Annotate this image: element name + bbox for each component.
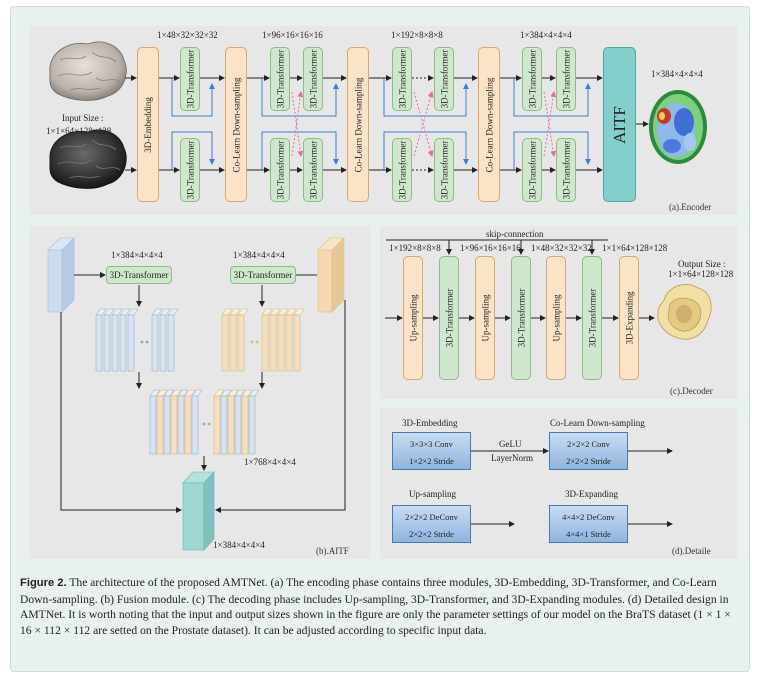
aitf-concat-dim: 1×768×4×4×4 [244,457,296,467]
decoder-transformer-block: 3D-Transformer [511,256,531,380]
decoder-transformer-block: 3D-Transformer [439,256,459,380]
brain-input-dark [49,129,127,189]
upsampling-block: Up-sampling [546,256,566,380]
aitf-input-cube-left [47,237,75,313]
detail-embedding-title: 3D-Embedding [402,418,458,428]
aitf-output-cube [182,471,215,551]
decoder-dim-label: 1×96×16×16×16 [460,243,521,253]
decoder-panel-label: (c).Decoder [670,386,713,396]
encoder-panel-label: (a).Encoder [669,202,712,212]
decoder-transformer-block: 3D-Transformer [582,256,602,380]
transformer-block: 3D-Transformer [392,138,412,202]
encoder-dim-label: 1×384×4×4×4 [520,30,572,40]
detail-embedding-stride: 1×2×2 Stride [409,456,454,466]
decoder-output-image [657,284,712,340]
detail-expand-conv: 4×4×2 DeConv [562,512,615,522]
detail-expand-box: 4×4×2 DeConv 4×4×1 Stride [549,505,628,543]
detail-up-stride: 2×2×2 Stride [409,529,454,539]
transformer-block: 3D-Transformer [303,47,323,111]
aitf-transformer-left: 3D-Transformer [106,266,172,284]
aitf-blue-feature-stack [95,308,179,372]
upsampling-block: Up-sampling [403,256,423,380]
transformer-block: 3D-Transformer [180,47,200,111]
detail-expand-title: 3D-Expanding [565,489,618,499]
transformer-block: 3D-Transformer [556,47,576,111]
detail-down-stride: 2×2×2 Stride [566,456,611,466]
detail-embedding-box: 3×3×3 Conv 1×2×2 Stride [392,432,471,470]
downsampling-block: Co-Learn Down-sampling [478,47,500,202]
decoder-dim-label: 1×1×64×128×128 [602,243,668,253]
transformer-block: 3D-Transformer [392,47,412,111]
aitf-concat-feature-stack [149,389,260,455]
transformer-block: 3D-Transformer [434,47,454,111]
skip-connection-label: skip-connection [486,229,544,239]
aitf-right-dim: 1×384×4×4×4 [233,250,285,260]
detail-expand-stride: 4×4×1 Stride [566,529,611,539]
detail-layernorm: LayerNorm [491,453,533,463]
detail-panel-label: (d).Detaile [672,546,711,556]
transformer-block: 3D-Transformer [522,47,542,111]
aitf-left-dim: 1×384×4×4×4 [111,250,163,260]
decoder-dim-label: 1×48×32×32×32 [531,243,592,253]
caption-text: The architecture of the proposed AMTNet.… [20,576,731,637]
encoder-output-dim: 1×384×4×4×4 [651,69,703,79]
figure-caption: Figure 2. The architecture of the propos… [20,575,740,638]
transformer-block: 3D-Transformer [556,138,576,202]
detail-gelu: GeLU [499,439,522,449]
encoder-dim-label: 1×192×8×8×8 [391,30,443,40]
encoder-dim-label: 1×48×32×32×32 [157,30,218,40]
downsampling-block: Co-Learn Down-sampling [347,47,369,202]
transformer-block: 3D-Transformer [180,138,200,202]
aitf-orange-feature-stack [221,308,305,372]
figure-label: Figure 2. [20,577,67,589]
detail-up-box: 2×2×2 DeConv 2×2×2 Stride [392,505,471,543]
transformer-block: 3D-Transformer [270,138,290,202]
detail-down-box: 2×2×2 Conv 2×2×2 Stride [549,432,628,470]
transformer-block: 3D-Transformer [270,47,290,111]
downsampling-block: Co-Learn Down-sampling [225,47,247,202]
segmentation-output-image [649,90,707,164]
decoder-output-size: 1×1×64×128×128 [668,269,734,279]
upsampling-block: Up-sampling [475,256,495,380]
transformer-block: 3D-Transformer [303,138,323,202]
encoder-dim-label: 1×96×16×16×16 [262,30,323,40]
embedding-block: 3D-Embedding [137,47,159,202]
aitf-transformer-right: 3D-Transformer [230,266,296,284]
decoder-dim-label: 1×192×8×8×8 [389,243,441,253]
detail-down-conv: 2×2×2 Conv [567,439,610,449]
detail-up-title: Up-sampling [409,489,456,499]
aitf-output-dim: 1×384×4×4×4 [213,540,265,550]
aitf-block: AITF [603,47,636,202]
detail-embedding-conv: 3×3×3 Conv [410,439,453,449]
expanding-block: 3D-Expanding [619,256,639,380]
brain-input-light [49,41,127,101]
detail-down-title: Co-Learn Down-sampling [550,418,645,428]
aitf-panel-label: (b).AITF [316,546,349,556]
aitf-input-cube-right [317,237,345,313]
transformer-block: 3D-Transformer [434,138,454,202]
decoder-output-label: Output Size : [678,259,726,269]
input-size-value: 1×1×64×128×128 [46,126,112,136]
input-size-label: Input Size : [62,113,104,123]
transformer-block: 3D-Transformer [522,138,542,202]
detail-up-conv: 2×2×2 DeConv [405,512,458,522]
